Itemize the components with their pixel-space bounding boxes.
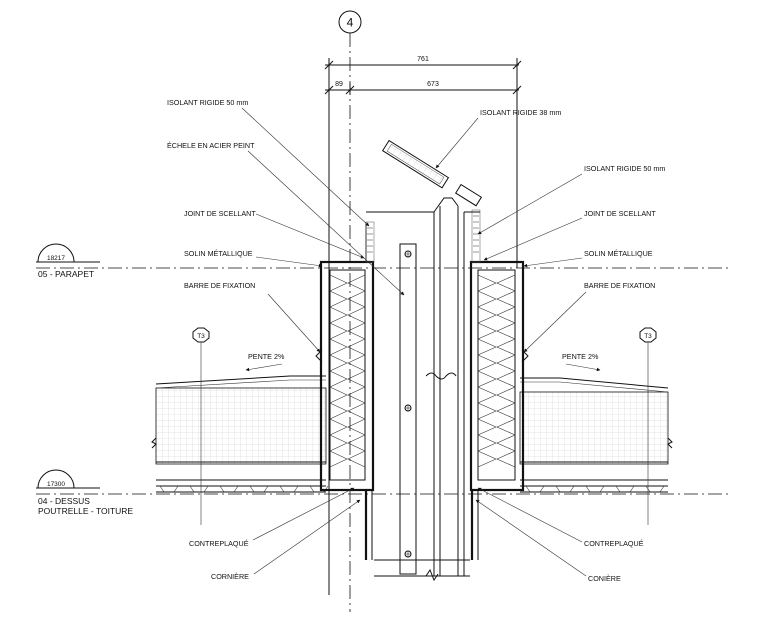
dimension-right: 673 [427, 81, 439, 88]
level-elevation: 18217 [47, 255, 65, 262]
label-joint-left: JOINT DE SCELLANT [184, 209, 256, 218]
curb-left [315, 221, 375, 560]
steel-ladder [399, 206, 465, 582]
curb-right [469, 209, 529, 560]
label-corniere: CORNIÈRE [211, 572, 249, 581]
label-contreplaque-left: CONTREPLAQUÉ [189, 539, 249, 548]
label-isolant-rigide-38: ISOLANT RIGIDE 38 mm [480, 108, 561, 117]
label-isolant-rigide-50-left: ISOLANT RIGIDE 50 mm [167, 98, 248, 107]
roof-assembly-left [151, 375, 329, 493]
label-solin-right: SOLIN MÉTALLIQUE [584, 249, 653, 258]
annotations-left: ISOLANT RIGIDE 50 mm ÉCHELE EN ACIER PEI… [167, 98, 405, 581]
level-parapet: 18217 05 - PARAPET [36, 243, 728, 279]
roof-hatch-opening [366, 211, 480, 577]
hatch-lid [381, 139, 450, 189]
tag-left: T3 [192, 327, 210, 525]
annotations-right: ISOLANT RIGIDE 38 mm ISOLANT RIGIDE 50 m… [435, 108, 665, 583]
grid-line-4: 4 [338, 10, 362, 612]
slope-label: PENTE 2% [562, 352, 599, 361]
level-name-line1: 04 - DESSUS [38, 496, 90, 506]
grid-label: 4 [347, 16, 354, 30]
slope-label: PENTE 2% [248, 352, 285, 361]
hatch-hinge [433, 197, 459, 213]
slope-right: PENTE 2% [562, 352, 601, 372]
dimension-overall: 761 [417, 56, 429, 63]
dimension-left: 89 [335, 81, 343, 88]
level-name: 05 - PARAPET [38, 269, 94, 279]
tag-label: T3 [644, 333, 652, 340]
dimension-strings: 761 89 673 [324, 56, 522, 595]
label-coniere: CONIÈRE [588, 574, 621, 583]
tag-label: T3 [197, 333, 205, 340]
label-isolant-rigide-50-right: ISOLANT RIGIDE 50 mm [584, 164, 665, 173]
level-elevation: 17300 [47, 481, 65, 488]
slope-left: PENTE 2% [245, 352, 285, 372]
label-joint-right: JOINT DE SCELLANT [584, 209, 656, 218]
level-roof: 17300 04 - DESSUS POUTRELLE - TOITURE [36, 469, 728, 516]
label-solin-left: SOLIN MÉTALLIQUE [184, 249, 253, 258]
label-barre-right: BARRE DE FIXATION [584, 281, 655, 290]
label-echelle: ÉCHELE EN ACIER PEINT [167, 141, 255, 150]
label-barre-left: BARRE DE FIXATION [184, 281, 255, 290]
tag-right: T3 [639, 327, 657, 525]
label-contreplaque-right: CONTREPLAQUÉ [584, 539, 644, 548]
level-name-line2: POUTRELLE - TOITURE [38, 506, 133, 516]
hatch-lid-edge [455, 183, 483, 207]
roof-assembly-right [519, 377, 673, 493]
